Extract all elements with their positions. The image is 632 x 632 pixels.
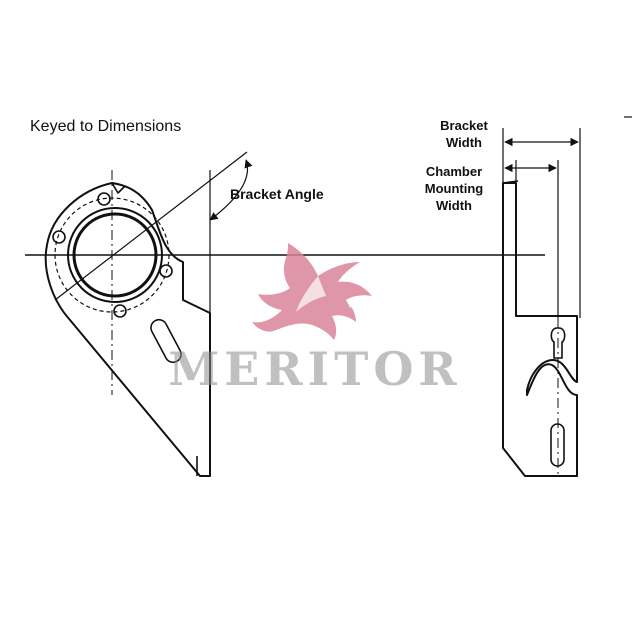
bracket-width-label: Bracket Width — [433, 117, 495, 151]
bracket-outline — [44, 182, 211, 477]
chamber-mounting-width-label: Chamber Mounting Width — [418, 163, 490, 214]
side-outline — [502, 182, 578, 477]
bolt-holes — [52, 192, 173, 318]
bracket-side-view — [502, 180, 578, 478]
cmw-line-1: Chamber — [425, 164, 483, 179]
upper-keyhole — [550, 327, 566, 359]
bracket-angle-lines — [54, 151, 253, 313]
bracket-width-line-2: Width — [446, 135, 482, 150]
griffin-logo-icon — [252, 243, 372, 340]
bracket-angle-label: Bracket Angle — [230, 186, 324, 202]
dimension-lines — [502, 116, 632, 318]
bracket-front-view — [44, 170, 211, 477]
brand-watermark: MERITOR — [168, 342, 462, 396]
slot-hole — [150, 318, 182, 364]
cmw-line-2: Mounting — [424, 181, 484, 196]
cmw-line-3: Width — [436, 198, 472, 213]
diagram-title: Keyed to Dimensions — [30, 118, 182, 135]
bracket-width-line-1: Bracket — [440, 118, 488, 133]
